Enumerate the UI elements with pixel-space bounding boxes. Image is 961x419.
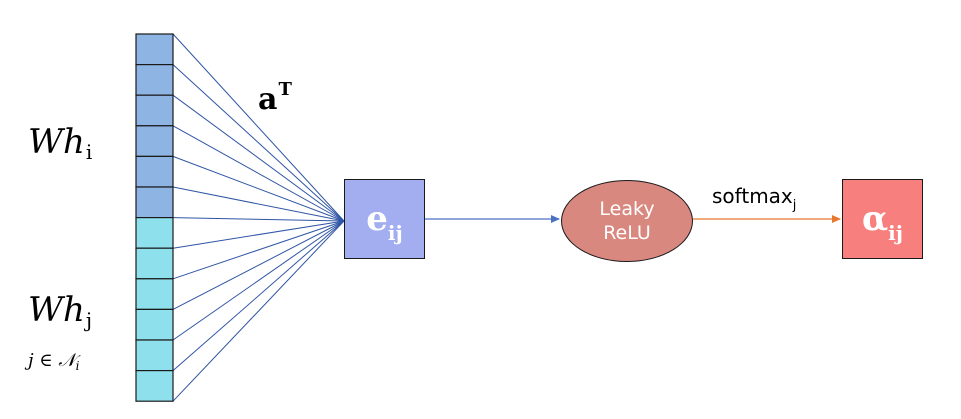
neighborhood-label: j ∈ 𝒩i [28,350,80,373]
fan-line [172,220,345,371]
fan-line [172,186,345,222]
wh-j-subscript: j [85,308,93,332]
fan-line [172,220,345,310]
wh-i-cell [135,125,174,158]
attention-fan-lines [172,33,345,402]
e-ij-base: e [366,199,388,239]
e-ij-node: eij [344,179,425,259]
wh-j-cell [135,217,174,249]
fan-line [172,64,345,222]
fan-line [172,155,345,222]
alpha-ij-base: α [861,199,889,239]
neighborhood-subscript: i [75,359,80,373]
wh-i-cell [135,94,174,127]
wh-j-cell [135,308,174,341]
leaky-relu-line1: Leaky [599,198,655,220]
leaky-relu-node: Leaky ReLU [561,180,693,262]
wh-i-cell [135,186,174,219]
fan-line [172,217,345,222]
wh-j-cell [135,370,174,402]
attention-vector-label: aT [258,79,292,117]
wh-j-label: Whj [28,290,93,332]
softmax-base: softmax [712,184,793,208]
alpha-ij-label: αij [861,199,903,245]
concatenated-feature-vector [135,33,174,402]
wh-i-cell [135,33,174,66]
fan-line [172,220,345,402]
wh-j-cell [135,339,174,372]
alpha-ij-node: αij [842,179,923,259]
wh-i-base: Wh [28,122,85,162]
wh-i-cell [135,155,174,188]
fan-line [172,94,345,222]
wh-j-cell [135,278,174,310]
attention-vector-base: a [258,82,278,117]
fan-line [172,220,345,249]
alpha-ij-subscript: ij [888,221,903,245]
wh-i-cell [135,63,174,96]
softmax-subscript: j [792,198,797,213]
wh-i-subscript: i [85,140,93,164]
wh-j-base: Wh [28,290,85,330]
fan-line [172,125,345,222]
e-ij-subscript: ij [387,221,403,245]
fan-line [172,220,345,341]
wh-j-cell [135,247,174,280]
leaky-relu-line2: ReLU [603,222,651,244]
neighborhood-base: j ∈ 𝒩 [28,350,76,371]
e-ij-label: eij [366,199,402,245]
fan-line [172,33,345,222]
wh-i-label: Whi [28,122,93,164]
attention-vector-superscript: T [278,79,292,100]
fan-line [172,220,345,280]
softmax-label: softmaxj [712,184,796,213]
